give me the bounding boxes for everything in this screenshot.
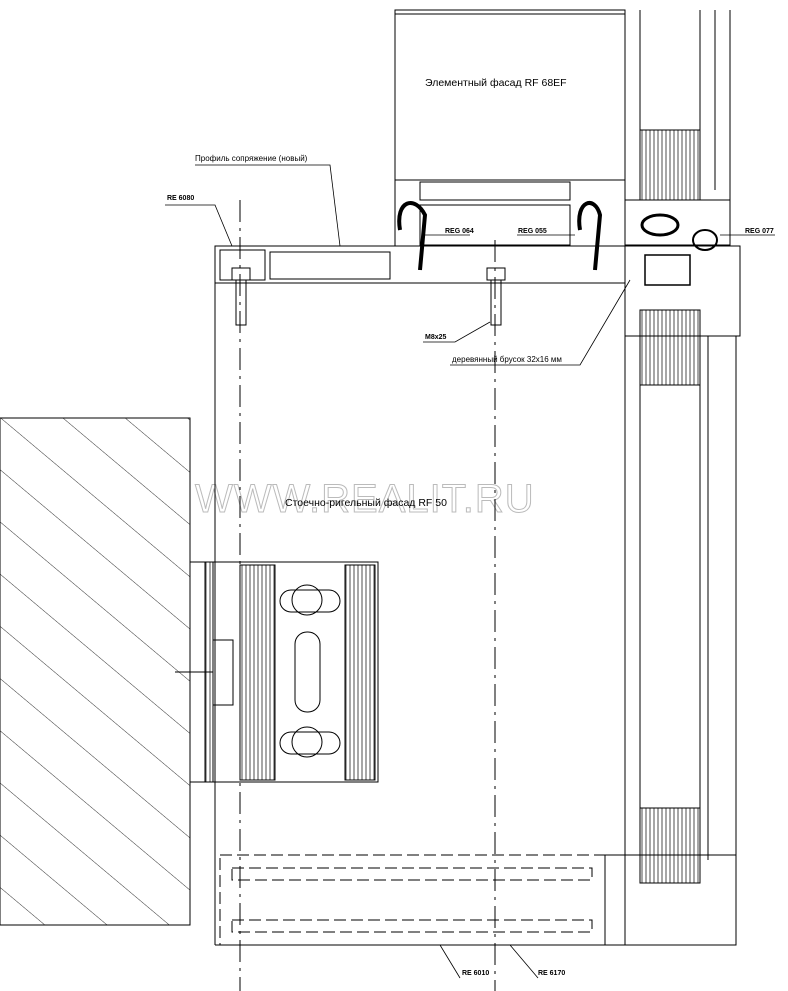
bolt-center <box>486 267 506 326</box>
leader-lines <box>165 164 775 979</box>
label-re6170: RE 6170 <box>538 970 565 977</box>
right-frame <box>604 245 741 946</box>
label-re6010: RE 6010 <box>462 970 489 977</box>
watermark: WWW.REALIT.RU <box>195 477 535 521</box>
element-facade <box>394 9 731 271</box>
bracket <box>175 561 379 783</box>
label-re6080: RE 6080 <box>167 195 194 202</box>
label-reg055: REG 055 <box>518 228 547 235</box>
label-interface-profile: Профиль сопряжение (новый) <box>195 154 308 163</box>
label-reg077: REG 077 <box>745 228 774 235</box>
label-reg064: REG 064 <box>445 228 474 235</box>
label-bolt: M8x25 <box>425 334 447 341</box>
label-stick-facade: Стоечно-ригельный фасад RF 50 <box>285 497 447 509</box>
bolt-left <box>231 267 251 326</box>
label-wood-bar: деревянный брусок 32x16 мм <box>452 355 562 364</box>
bottom-profile <box>219 854 606 946</box>
glass-pane <box>0 417 191 926</box>
label-element-facade: Элементный фасад RF 68EF <box>425 77 567 89</box>
